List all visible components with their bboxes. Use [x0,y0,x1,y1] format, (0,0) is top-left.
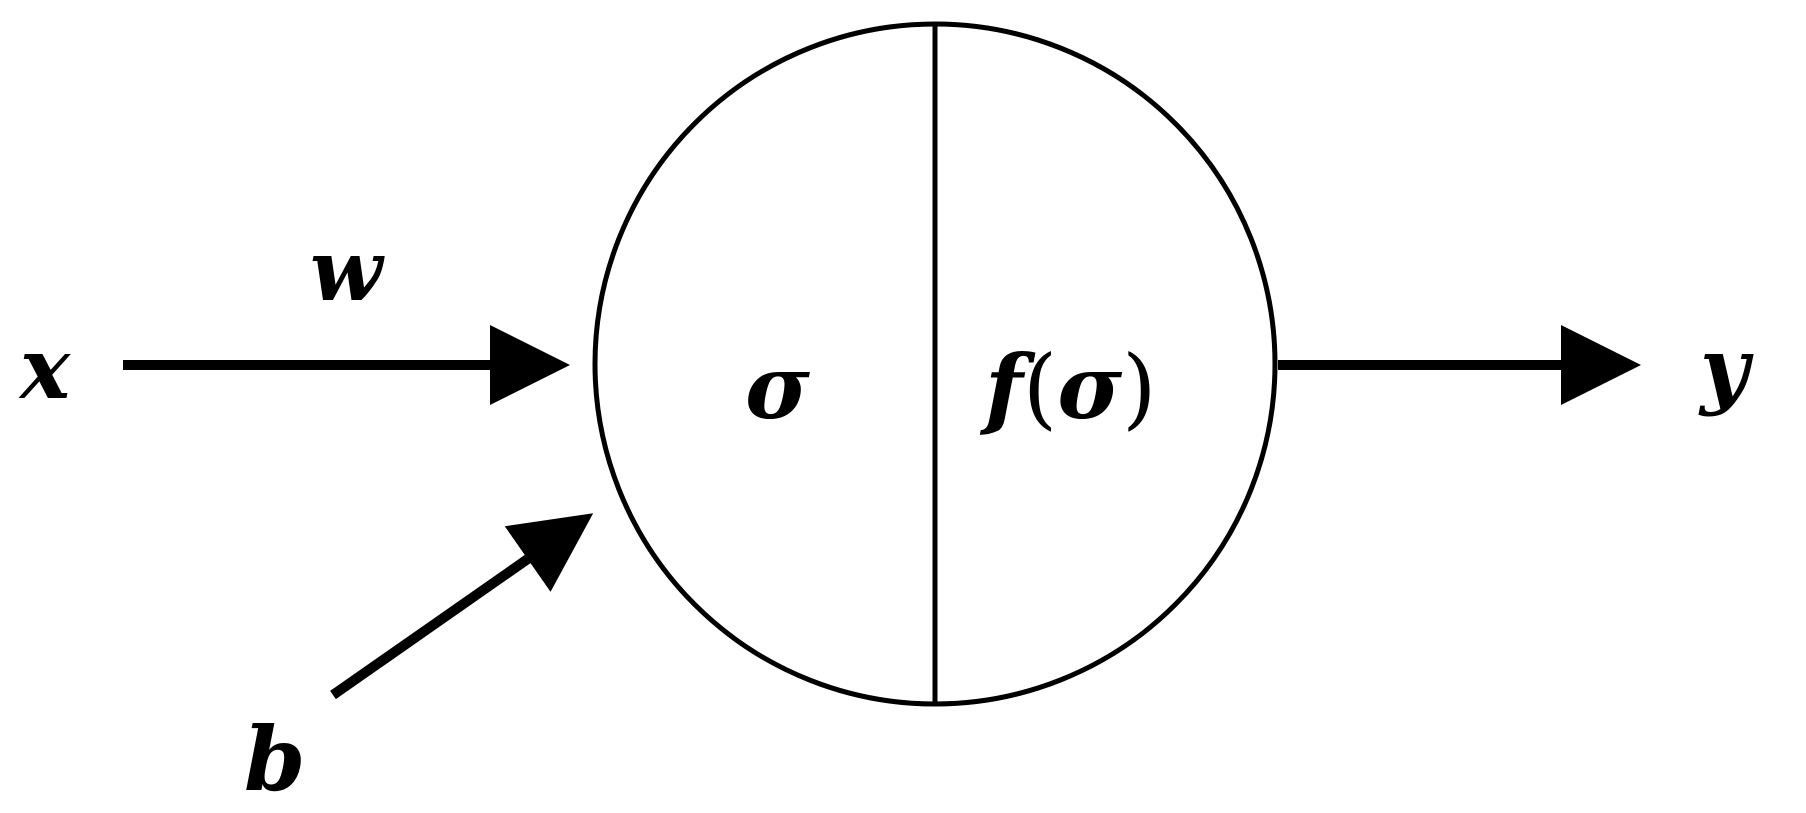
activation-open-paren: ( [1023,336,1057,439]
output-label: y [1698,319,1754,418]
input-label: x [18,319,71,418]
activation-close-paren: ) [1122,336,1156,439]
bias-arrow [330,513,594,700]
weight-label: w [310,221,385,320]
activation-argument: σ [1057,335,1122,439]
activation-label: f(σ) [979,335,1156,439]
bias-label: b [244,707,306,811]
sum-label: σ [745,335,810,439]
